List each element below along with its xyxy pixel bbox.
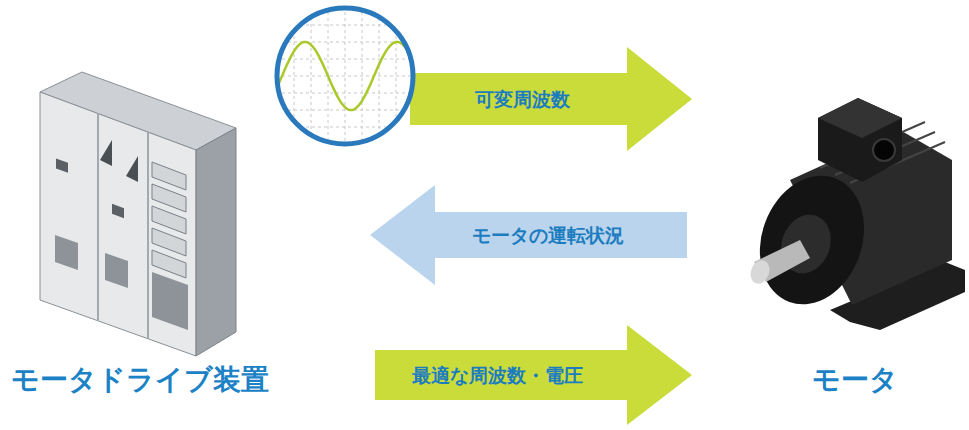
waveform-ring — [277, 8, 413, 144]
grid-line — [270, 76, 420, 77]
node-label: モータドライブ装置 — [11, 363, 269, 397]
arrow-label: モータの運転状況 — [472, 224, 624, 247]
flow-arrow — [370, 185, 687, 285]
arrow-label: 可変周波数 — [475, 88, 570, 111]
flow-arrow — [375, 325, 692, 425]
grid-line — [362, 0, 363, 160]
grid-line — [270, 59, 420, 60]
grid-line — [294, 0, 295, 160]
waveform-grid — [270, 0, 420, 160]
grid-line — [270, 25, 420, 26]
motor-node: モータ — [692, 60, 969, 425]
grid-line — [270, 110, 420, 111]
grid-line — [270, 127, 420, 128]
drive-unit-node: モータドライブ装置 — [0, 60, 370, 425]
flow-arrow — [410, 47, 692, 151]
sine-wave — [270, 42, 420, 110]
arrow-label: 最適な周波数・電圧 — [412, 364, 583, 387]
node-label: モータ — [812, 363, 898, 397]
grid-line — [328, 0, 329, 160]
grid-line — [345, 0, 346, 160]
motor — [742, 98, 965, 330]
drive-cabinet — [40, 72, 236, 356]
grid-line — [396, 0, 397, 160]
grid-line — [270, 93, 420, 94]
